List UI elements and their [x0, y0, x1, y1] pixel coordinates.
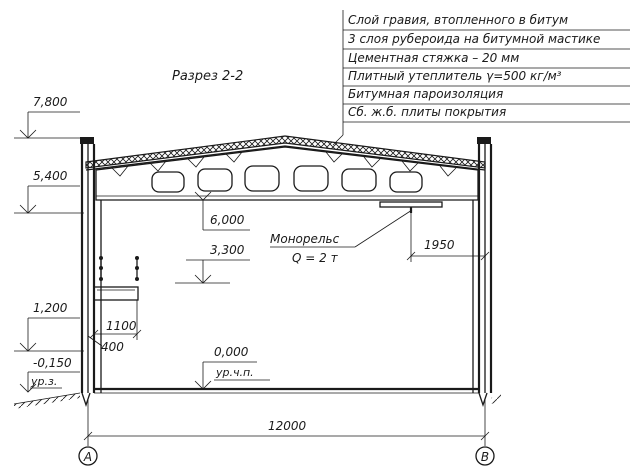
roof-girder [95, 146, 479, 201]
svg-text:В: В [481, 450, 489, 464]
dim-column-offset: 400 [101, 340, 124, 354]
level-6000: 6,000 [194, 191, 250, 231]
left-column [80, 137, 102, 408]
svg-text:А: А [83, 450, 92, 464]
girder-opening [341, 168, 377, 192]
roof-layers-callout: Слой гравия, втопленного в битум 3 слоя … [332, 10, 630, 146]
dim-span: 12000 [268, 419, 307, 433]
girder-opening [197, 168, 233, 192]
svg-text:-0,150: -0,150 [33, 356, 72, 370]
level-7800: 7,800 [14, 95, 84, 139]
roof-layer-1: Слой гравия, втопленного в битум [348, 13, 568, 27]
span-dimension: 12000 [83, 400, 490, 446]
girder-opening [244, 165, 280, 192]
svg-text:ур.з.: ур.з. [30, 375, 57, 388]
section-title: Разрез 2-2 [172, 69, 243, 84]
dim-monorail-offset: 1950 [424, 238, 455, 252]
level-1200: 1,200 [14, 301, 84, 352]
svg-text:7,800: 7,800 [33, 95, 68, 109]
girder-opening [151, 171, 185, 193]
axis-a-bubble: А [78, 446, 98, 466]
svg-text:6,000: 6,000 [210, 213, 245, 227]
svg-text:3,300: 3,300 [210, 243, 245, 257]
monorail: Монорельс Q = 2 т 1950 [270, 201, 490, 265]
dim-window-width: 1100 [106, 319, 137, 333]
monorail-title: Монорельс [270, 232, 340, 246]
monorail-capacity: Q = 2 т [292, 251, 339, 265]
girder-opening [389, 171, 423, 193]
roof-layer-6: Сб. ж.б. плиты покрытия [348, 105, 506, 119]
roof-layer-2: 3 слоя рубероида на битумной мастике [348, 32, 600, 46]
svg-text:1,200: 1,200 [33, 301, 68, 315]
roof-layer-5: Битумная пароизоляция [348, 87, 503, 101]
ground-hatch [14, 393, 80, 409]
roof-layer-4: Плитный утеплитель γ=500 кг/м³ [348, 69, 562, 83]
girder-opening [293, 165, 329, 192]
roof-layer-3: Цементная стяжка – 20 мм [348, 51, 519, 65]
axis-b-bubble: В [475, 446, 495, 466]
level-5400: 5,400 [14, 169, 84, 214]
right-column [472, 137, 493, 408]
svg-text:0,000: 0,000 [214, 345, 249, 359]
wall-window: 1100 400 [87, 256, 142, 354]
level-0000: 0,000 ур.ч.п. [194, 345, 270, 390]
level-minus-0150: -0,150 ур.з. [19, 356, 80, 393]
svg-text:5,400: 5,400 [33, 169, 68, 183]
level-3300: 3,300 [175, 243, 250, 284]
svg-text:ур.ч.п.: ур.ч.п. [215, 366, 254, 379]
